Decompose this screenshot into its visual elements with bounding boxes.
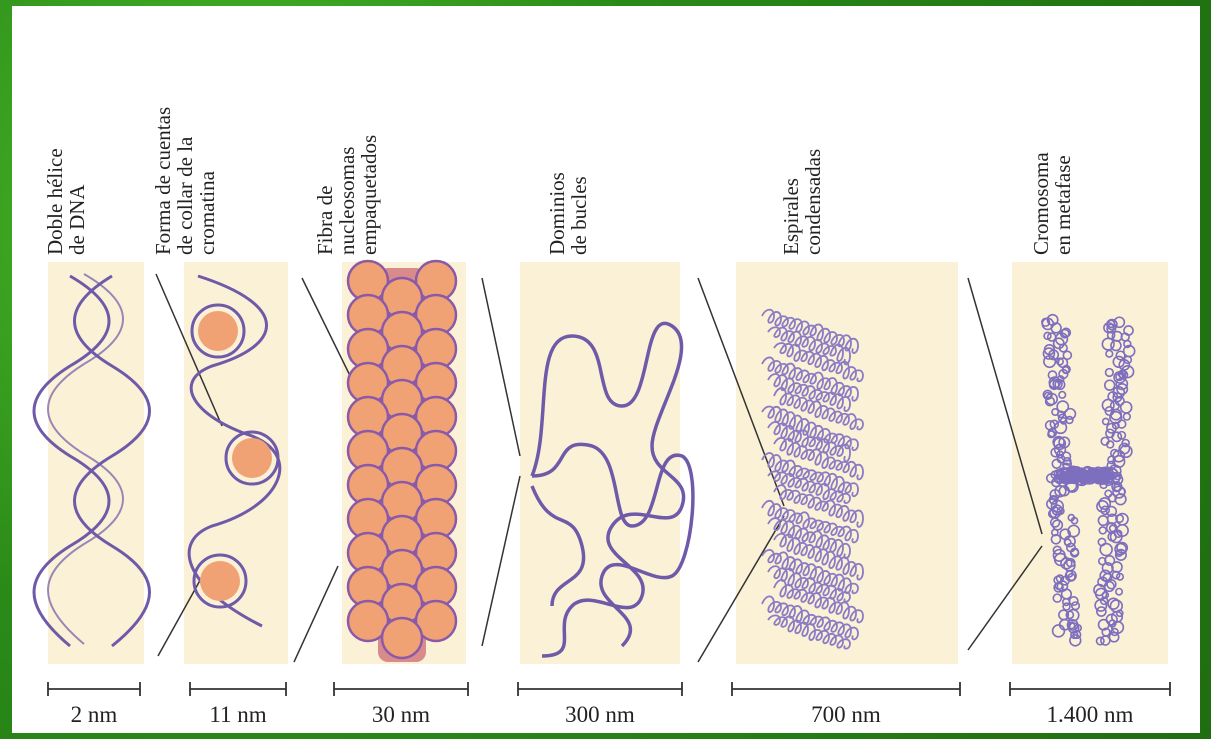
nucleosome-fiber <box>348 261 456 662</box>
chromatin-loop <box>1105 582 1115 592</box>
nucleosome <box>382 618 422 658</box>
chromatin-loop <box>1106 369 1114 377</box>
chromatin-loop <box>1099 527 1106 534</box>
chromatin-loop <box>1052 409 1058 415</box>
chromatin-loop <box>1105 380 1115 390</box>
scale-label-fiber: 30 nm <box>334 702 468 728</box>
loop-domains <box>532 323 693 656</box>
condensed-coils <box>762 310 863 649</box>
scale-label-beads: 11 nm <box>190 702 286 728</box>
scale-label-coils: 700 nm <box>732 702 960 728</box>
chromatin-loop <box>1052 459 1061 468</box>
chromatin-loop <box>1062 589 1072 599</box>
diagram-panel: Doble hélice de DNA Forma de cuentas de … <box>12 6 1200 733</box>
chromatin-loop <box>1110 525 1116 531</box>
beads-on-string <box>189 276 280 626</box>
scale-label-chromosome: 1.400 nm <box>1010 702 1170 728</box>
chromatin-loop <box>1053 625 1065 637</box>
chromatin-loop <box>1121 402 1132 413</box>
chromatin-diagram-drawing <box>12 6 1200 733</box>
chromatin-loop <box>1106 350 1113 357</box>
chromatin-loop <box>1098 516 1107 525</box>
chromatin-loop <box>1053 520 1063 530</box>
chromatin-loop <box>1123 413 1130 420</box>
chromatin-loop <box>1105 490 1112 497</box>
chromatin-loop <box>1051 518 1060 527</box>
chromatin-loop <box>1116 589 1122 595</box>
chromatin-loop <box>1070 635 1081 646</box>
chromatin-loop <box>1103 418 1109 424</box>
dna-double-helix <box>34 274 150 646</box>
chromatin-loop <box>1059 392 1066 399</box>
scale-label-loops: 300 nm <box>518 702 682 728</box>
chromatin-loop <box>1063 599 1070 606</box>
scale-label-dna: 2 nm <box>48 702 140 728</box>
chromatin-loop <box>1111 341 1121 351</box>
scale-bars <box>48 682 1170 696</box>
chromatin-loop <box>1053 594 1061 602</box>
zoom-connector-lines <box>156 274 1042 662</box>
chromatin-loop <box>1109 633 1118 642</box>
chromatin-loop <box>1100 544 1112 556</box>
metaphase-chromosome <box>1042 315 1135 646</box>
chromatin-loop <box>1069 597 1077 605</box>
